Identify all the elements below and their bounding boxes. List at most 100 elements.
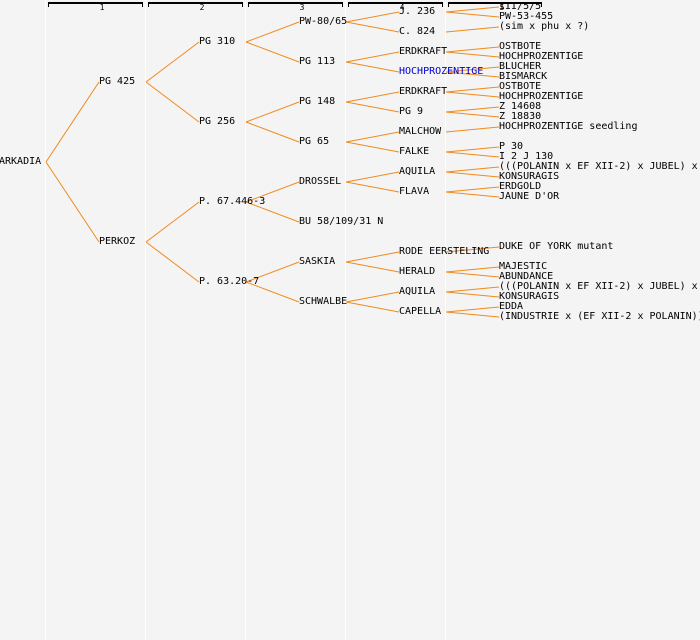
connector-line [345, 51, 400, 63]
ancestor-node[interactable]: JAUNE D'OR [499, 191, 560, 202]
ancestor-node[interactable]: BLUCHER [499, 61, 542, 72]
ancestor-node[interactable]: P. 63.20-7 [199, 276, 260, 287]
connector-line [345, 181, 400, 193]
ancestor-node[interactable]: FALKE [399, 146, 430, 157]
ancestor-node[interactable]: J. 236 [399, 6, 436, 17]
generation-number: 5 [499, 3, 505, 12]
ancestor-node[interactable]: HOCHPROZENTIGE seedling [499, 121, 638, 132]
ancestor-node[interactable]: PW-80/65 [299, 16, 348, 27]
connector-line [245, 121, 300, 143]
ancestor-node[interactable]: EDDA [499, 301, 524, 312]
ancestor-node[interactable]: PG 113 [299, 56, 336, 67]
connector-line [445, 51, 500, 58]
connector-line [445, 86, 500, 93]
connector-line [345, 251, 400, 263]
connector-line [245, 261, 300, 283]
connector-line [445, 111, 500, 118]
ancestor-node[interactable]: (sim x phu x ?) [499, 21, 590, 32]
connector-line [145, 41, 200, 83]
ancestor-node[interactable]: BU 58/109/31 N [299, 216, 384, 227]
ancestor-node[interactable]: (((POLANIN x EF XII-2) x JUBEL) x [499, 281, 698, 292]
connector-line [445, 46, 500, 53]
connector-line [345, 141, 400, 153]
ancestor-node[interactable]: FLAVA [399, 186, 430, 197]
ancestor-node[interactable]: KONSURAGIS [499, 171, 560, 182]
ancestor-node[interactable]: PG 310 [199, 36, 236, 47]
ancestor-node[interactable]: HOCHPROZENTIGE [399, 66, 484, 77]
ancestor-node[interactable]: HOCHPROZENTIGE [499, 51, 584, 62]
connector-line [245, 201, 300, 223]
connector-line [245, 281, 300, 303]
ancestor-node[interactable]: DROSSEL [299, 176, 342, 187]
ancestor-node[interactable]: CAPELLA [399, 306, 442, 317]
ancestor-node[interactable]: PG 425 [99, 76, 136, 87]
connector-line [345, 91, 400, 103]
connector-line [445, 291, 500, 298]
connector-line [445, 186, 500, 193]
ancestor-node[interactable]: DUKE OF YORK mutant [499, 241, 614, 252]
connector-line [445, 306, 500, 313]
connector-line [445, 171, 500, 178]
ancestor-node[interactable]: ERDKRAFT [399, 46, 448, 57]
ancestor-node[interactable]: P. 67.446-3 [199, 196, 266, 207]
ancestor-node[interactable]: Z 18830 [499, 111, 542, 122]
ancestor-node[interactable]: MAJESTIC [499, 261, 548, 272]
connector-line [145, 81, 200, 123]
connector-line [345, 171, 400, 183]
connector-line [245, 181, 300, 203]
connector-line [345, 131, 400, 143]
connector-line [245, 41, 300, 63]
root-variety[interactable]: ARKADIA [0, 156, 42, 167]
ancestor-node[interactable]: AQUILA [399, 286, 436, 297]
ancestor-node[interactable]: MALCHOW [399, 126, 442, 137]
connector-line [245, 21, 300, 43]
ancestor-node[interactable]: ERDGOLD [499, 181, 542, 192]
connector-line [445, 91, 500, 98]
connector-line [445, 71, 500, 78]
ancestor-node[interactable]: PERKOZ [99, 236, 136, 247]
ancestor-node[interactable]: (INDUSTRIE x (EF XII-2 x POLANIN)) [499, 311, 700, 322]
column-separator [345, 0, 346, 640]
column-separator [245, 0, 246, 640]
generation-number: 1 [99, 3, 105, 12]
connector-line [145, 201, 200, 243]
ancestor-node[interactable]: I 2 J 130 [499, 151, 554, 162]
connector-line [445, 66, 500, 73]
connector-line [45, 81, 100, 163]
ancestor-node[interactable]: PG 9 [399, 106, 424, 117]
connector-line [445, 286, 500, 293]
ancestor-node[interactable]: KONSURAGIS [499, 291, 560, 302]
ancestor-node[interactable]: PG 65 [299, 136, 330, 147]
ancestor-node[interactable]: PG 256 [199, 116, 236, 127]
connector-line [445, 6, 500, 13]
ancestor-node[interactable]: SCHWALBE [299, 296, 348, 307]
connector-line [445, 311, 500, 318]
generation-bracket [448, 2, 542, 7]
ancestor-node[interactable]: ABUNDANCE [499, 271, 554, 282]
ancestor-node[interactable]: AQUILA [399, 166, 436, 177]
connector-line [345, 261, 400, 273]
ancestor-node[interactable]: III/5/5 [499, 1, 542, 12]
ancestor-node[interactable]: Z 14608 [499, 101, 542, 112]
connector-line [445, 106, 500, 113]
ancestor-node[interactable]: PW-53-455 [499, 11, 554, 22]
ancestor-node[interactable]: HOCHPROZENTIGE [499, 91, 584, 102]
ancestor-node[interactable]: HERALD [399, 266, 436, 277]
ancestor-node[interactable]: C. 824 [399, 26, 436, 37]
ancestor-node[interactable]: RODE EERSTELING [399, 246, 490, 257]
ancestor-node[interactable]: ERDKRAFT [399, 86, 448, 97]
ancestor-node[interactable]: BISMARCK [499, 71, 548, 82]
ancestor-node[interactable]: (((POLANIN x EF XII-2) x JUBEL) x [499, 161, 698, 172]
ancestor-node[interactable]: OSTBOTE [499, 81, 542, 92]
ancestor-node[interactable]: P 30 [499, 141, 524, 152]
ancestor-node[interactable]: SASKIA [299, 256, 336, 267]
generation-bracket [348, 2, 443, 7]
generation-number: 4 [399, 3, 405, 12]
connector-line [345, 291, 400, 303]
ancestor-node[interactable]: PG 148 [299, 96, 336, 107]
ancestor-node[interactable]: OSTBOTE [499, 41, 542, 52]
generation-number: 2 [199, 3, 205, 12]
connector-line [445, 126, 500, 133]
connector-line [445, 11, 500, 18]
